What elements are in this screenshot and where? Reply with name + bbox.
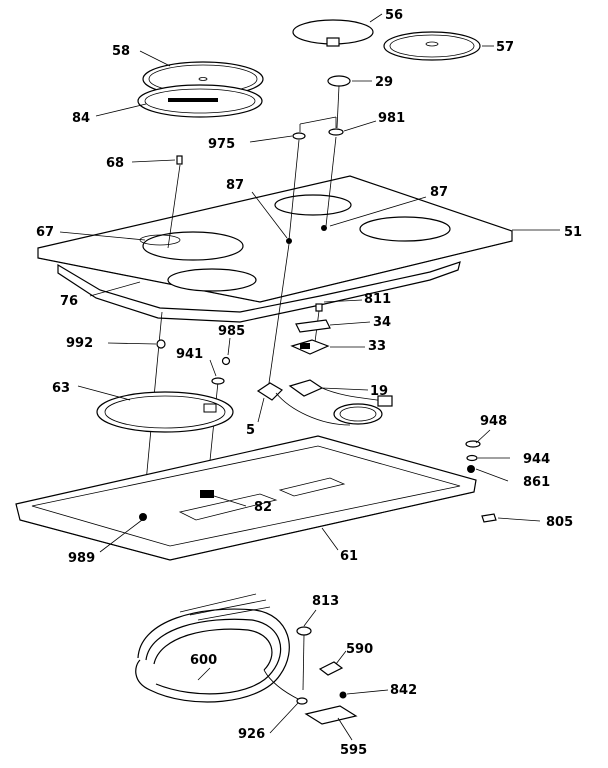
part-813-screw bbox=[296, 626, 312, 691]
part-811-screw bbox=[315, 303, 323, 312]
part-992-clip bbox=[156, 339, 166, 349]
label-600: 600 bbox=[190, 653, 217, 668]
part-975-grommet bbox=[292, 132, 306, 140]
part-19-infinite-switch bbox=[288, 379, 393, 425]
part-5-switch bbox=[256, 382, 351, 426]
label-926: 926 bbox=[238, 727, 265, 742]
label-87a: 87 bbox=[226, 178, 244, 193]
part-57-trim-ring bbox=[383, 31, 481, 61]
part-941-washer bbox=[211, 377, 225, 385]
part-56-knob-cap bbox=[292, 19, 374, 47]
label-992: 992 bbox=[66, 336, 93, 351]
label-34: 34 bbox=[373, 315, 391, 330]
leader-lines bbox=[59, 13, 560, 741]
label-5: 5 bbox=[246, 423, 255, 438]
part-944-washer bbox=[466, 454, 478, 462]
part-842-nut bbox=[339, 691, 347, 699]
label-51: 51 bbox=[564, 225, 582, 240]
label-68: 68 bbox=[106, 156, 124, 171]
part-labels: 56 57 58 29 84 975 981 68 87 87 67 51 76… bbox=[36, 8, 582, 758]
label-975: 975 bbox=[208, 137, 235, 152]
part-61-burner-box bbox=[15, 435, 477, 561]
label-76: 76 bbox=[60, 294, 78, 309]
label-87b: 87 bbox=[430, 185, 448, 200]
label-981: 981 bbox=[378, 111, 405, 126]
label-985: 985 bbox=[218, 324, 245, 339]
label-842: 842 bbox=[390, 683, 417, 698]
label-813: 813 bbox=[312, 594, 339, 609]
part-63-drip-bowl bbox=[96, 391, 234, 433]
label-29: 29 bbox=[375, 75, 393, 90]
part-590-clamp bbox=[318, 661, 344, 676]
label-811: 811 bbox=[364, 292, 391, 307]
label-19: 19 bbox=[370, 384, 388, 399]
label-57: 57 bbox=[496, 40, 514, 55]
part-948-washer bbox=[465, 440, 481, 448]
label-56: 56 bbox=[385, 8, 403, 23]
part-595-strain-relief bbox=[304, 705, 358, 725]
label-861: 861 bbox=[523, 475, 550, 490]
part-600-power-cord bbox=[135, 593, 301, 703]
label-58: 58 bbox=[112, 44, 130, 59]
label-989: 989 bbox=[68, 551, 95, 566]
label-944: 944 bbox=[523, 452, 550, 467]
label-82: 82 bbox=[254, 500, 272, 515]
label-33: 33 bbox=[368, 339, 386, 354]
label-948: 948 bbox=[480, 414, 507, 429]
part-981-grommet bbox=[328, 128, 344, 136]
label-595: 595 bbox=[340, 743, 367, 758]
part-33-switch bbox=[290, 339, 330, 355]
label-590: 590 bbox=[346, 642, 373, 657]
part-861-nut bbox=[467, 465, 475, 473]
label-63: 63 bbox=[52, 381, 70, 396]
part-34-bracket bbox=[295, 319, 331, 333]
part-51-cooktop bbox=[37, 175, 513, 303]
label-805: 805 bbox=[546, 515, 573, 530]
part-805-screw bbox=[481, 513, 497, 523]
label-67: 67 bbox=[36, 225, 54, 240]
part-926-washer bbox=[296, 697, 308, 705]
part-29-washer bbox=[327, 75, 351, 87]
label-61: 61 bbox=[340, 549, 358, 564]
part-68-screw bbox=[176, 155, 183, 165]
part-985-nut bbox=[221, 356, 231, 366]
part-84-drip-ring bbox=[137, 84, 263, 118]
label-941: 941 bbox=[176, 347, 203, 362]
part-76-cooktop-frame bbox=[57, 261, 461, 323]
label-84: 84 bbox=[72, 111, 90, 126]
